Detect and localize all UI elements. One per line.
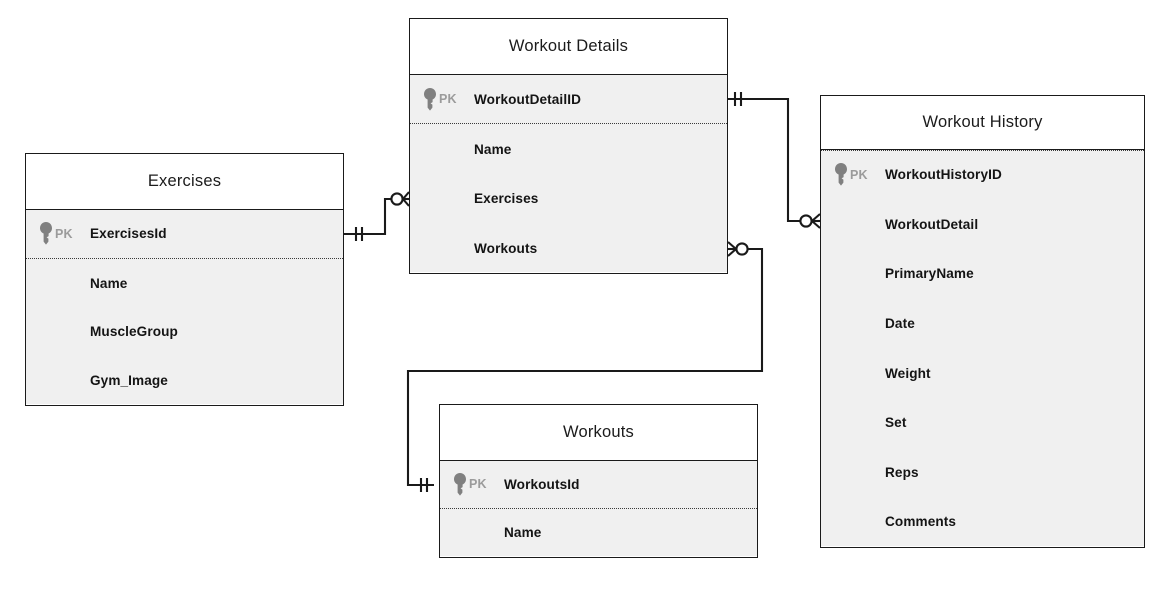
connector-workout-details-workout-history[interactable] bbox=[728, 92, 821, 229]
attribute-row[interactable]: PK ExercisesId bbox=[26, 210, 343, 259]
attribute-row[interactable]: WorkoutDetail bbox=[821, 200, 1144, 250]
attribute-name: Date bbox=[885, 316, 915, 332]
attribute-name: Gym_Image bbox=[90, 372, 168, 388]
attribute-row[interactable]: Comments bbox=[821, 497, 1144, 547]
pk-label: PK bbox=[55, 226, 73, 241]
attribute-row[interactable]: PK WorkoutDetailID bbox=[410, 75, 727, 125]
key-icon bbox=[835, 163, 847, 186]
attribute-name: WorkoutsId bbox=[504, 476, 580, 492]
attribute-row[interactable]: PrimaryName bbox=[821, 249, 1144, 299]
primary-key-indicator: PK bbox=[422, 87, 474, 112]
key-icon bbox=[454, 472, 466, 496]
attribute-row[interactable]: PK WorkoutHistoryID bbox=[821, 150, 1144, 200]
attribute-name: ExercisesId bbox=[90, 226, 167, 242]
entity-title-workouts: Workouts bbox=[440, 405, 757, 460]
attribute-name: Name bbox=[90, 275, 128, 291]
primary-key-indicator: PK bbox=[452, 472, 504, 497]
pk-label: PK bbox=[439, 92, 457, 107]
entity-title-workout_details: Workout Details bbox=[410, 19, 727, 74]
attribute-row[interactable]: Exercises bbox=[410, 174, 727, 223]
connector-exercises-workout-details[interactable] bbox=[344, 191, 410, 241]
attribute-name: WorkoutHistoryID bbox=[885, 167, 1002, 183]
attribute-row[interactable]: Name bbox=[410, 124, 727, 173]
pk-label: PK bbox=[469, 477, 487, 492]
attribute-name: PrimaryName bbox=[885, 266, 974, 282]
attribute-name: WorkoutDetailID bbox=[474, 91, 581, 107]
attribute-row[interactable]: Set bbox=[821, 398, 1144, 448]
attribute-row[interactable]: PK WorkoutsId bbox=[440, 461, 757, 509]
attribute-row[interactable]: Gym_Image bbox=[26, 356, 343, 405]
attribute-name: Name bbox=[474, 141, 512, 157]
attribute-name: Set bbox=[885, 415, 907, 431]
attribute-name: Comments bbox=[885, 514, 957, 530]
attribute-row[interactable]: Name bbox=[26, 259, 343, 308]
key-icon bbox=[424, 87, 436, 111]
attribute-row[interactable]: Reps bbox=[821, 448, 1144, 498]
primary-key-indicator: PK bbox=[833, 162, 885, 187]
key-icon bbox=[40, 222, 52, 245]
attribute-row[interactable]: Workouts bbox=[410, 223, 727, 272]
attribute-row[interactable]: Name bbox=[440, 509, 757, 557]
attribute-name: WorkoutDetail bbox=[885, 216, 979, 232]
attribute-name: Exercises bbox=[474, 191, 539, 207]
pk-label: PK bbox=[850, 167, 868, 182]
attribute-row[interactable]: Date bbox=[821, 299, 1144, 349]
entity-title-workout_history: Workout History bbox=[821, 96, 1144, 149]
attribute-name: Name bbox=[504, 525, 542, 541]
attribute-row[interactable]: MuscleGroup bbox=[26, 307, 343, 356]
primary-key-indicator: PK bbox=[38, 221, 90, 246]
connector-workouts-workout-details[interactable] bbox=[406, 241, 764, 492]
attribute-row[interactable]: Weight bbox=[821, 348, 1144, 398]
attribute-name: Workouts bbox=[474, 240, 538, 256]
attribute-name: Reps bbox=[885, 464, 919, 480]
entity-title-exercises: Exercises bbox=[26, 154, 343, 209]
attribute-name: Weight bbox=[885, 365, 931, 381]
attribute-name: MuscleGroup bbox=[90, 324, 178, 340]
